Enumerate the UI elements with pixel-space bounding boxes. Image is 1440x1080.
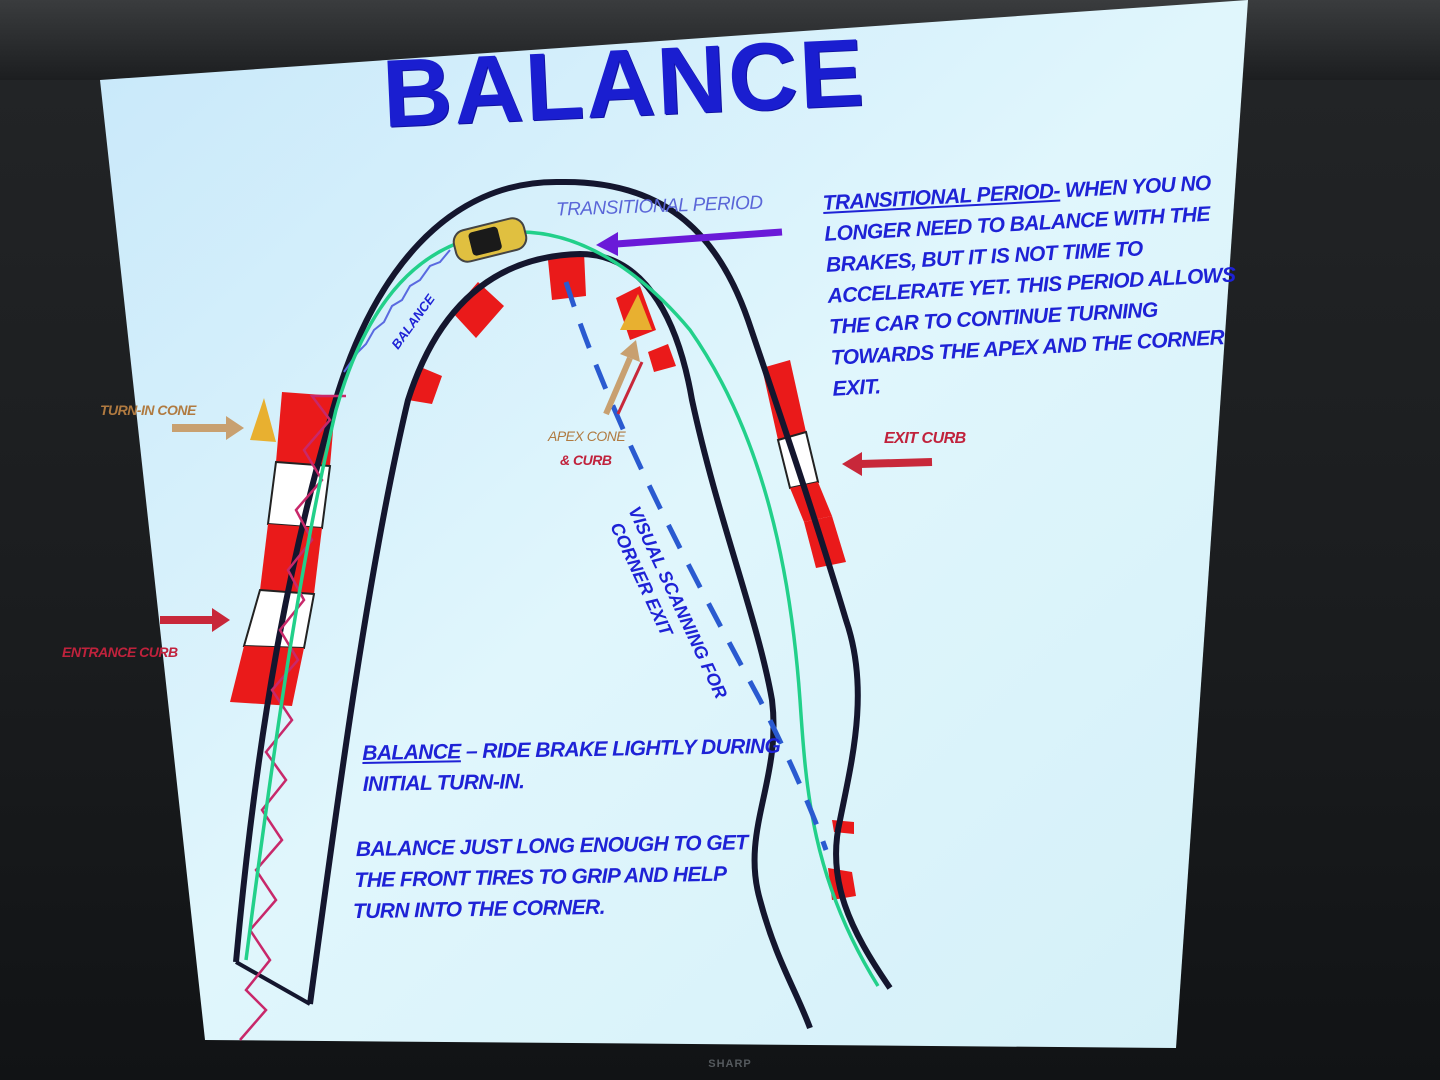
turn-in-cone-arrow-icon xyxy=(172,416,244,440)
turn-in-cone-icon xyxy=(250,398,276,442)
turn-in-cone-label: TURN-IN CONE xyxy=(100,402,196,418)
slide-surface xyxy=(100,0,1248,1048)
racing-line xyxy=(244,230,880,987)
apex-cone-label-line2: & CURB xyxy=(560,452,612,468)
car-icon xyxy=(452,217,528,263)
transitional-period-note: TRANSITIONAL PERIOD- WHEN YOU NO LONGER … xyxy=(822,167,1241,405)
apex-cone-label-line1: APEX CONE xyxy=(548,428,626,444)
track-start-edge xyxy=(235,960,311,1006)
tv-brand-logo: SHARP xyxy=(708,1058,752,1070)
visual-scanning-line xyxy=(563,281,829,851)
transitional-arrow-icon xyxy=(596,228,783,256)
track-outer-edge xyxy=(233,178,893,990)
balance-note: BALANCE – RIDE BRAKE LIGHTLY DURING INIT… xyxy=(353,731,783,927)
track-inner-edge xyxy=(307,250,813,1030)
brake-zigzag-top xyxy=(343,249,451,373)
balance-note-heading: BALANCE xyxy=(362,740,461,765)
apex-cone-icon xyxy=(620,294,652,330)
apex-cone-arrow-icon xyxy=(603,340,644,416)
exit-curb-label: EXIT CURB xyxy=(884,430,966,447)
exit-curb-arrow-icon xyxy=(842,452,933,476)
slide-title: BALANCE xyxy=(380,19,868,148)
entrance-curb-label: ENTRANCE CURB xyxy=(62,644,178,660)
entrance-curb-arrow-icon xyxy=(160,608,230,632)
